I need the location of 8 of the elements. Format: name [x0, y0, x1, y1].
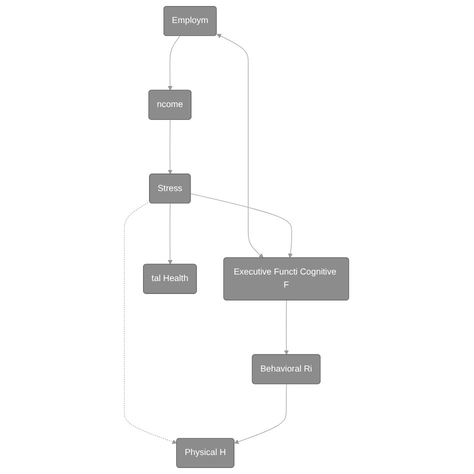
arrow — [216, 34, 264, 258]
arrow — [168, 36, 181, 91]
arrow — [234, 384, 288, 444]
arrow — [168, 203, 173, 265]
arrow — [168, 120, 173, 174]
arrow — [190, 193, 294, 258]
arrow — [124, 201, 178, 444]
arrow — [284, 300, 290, 355]
